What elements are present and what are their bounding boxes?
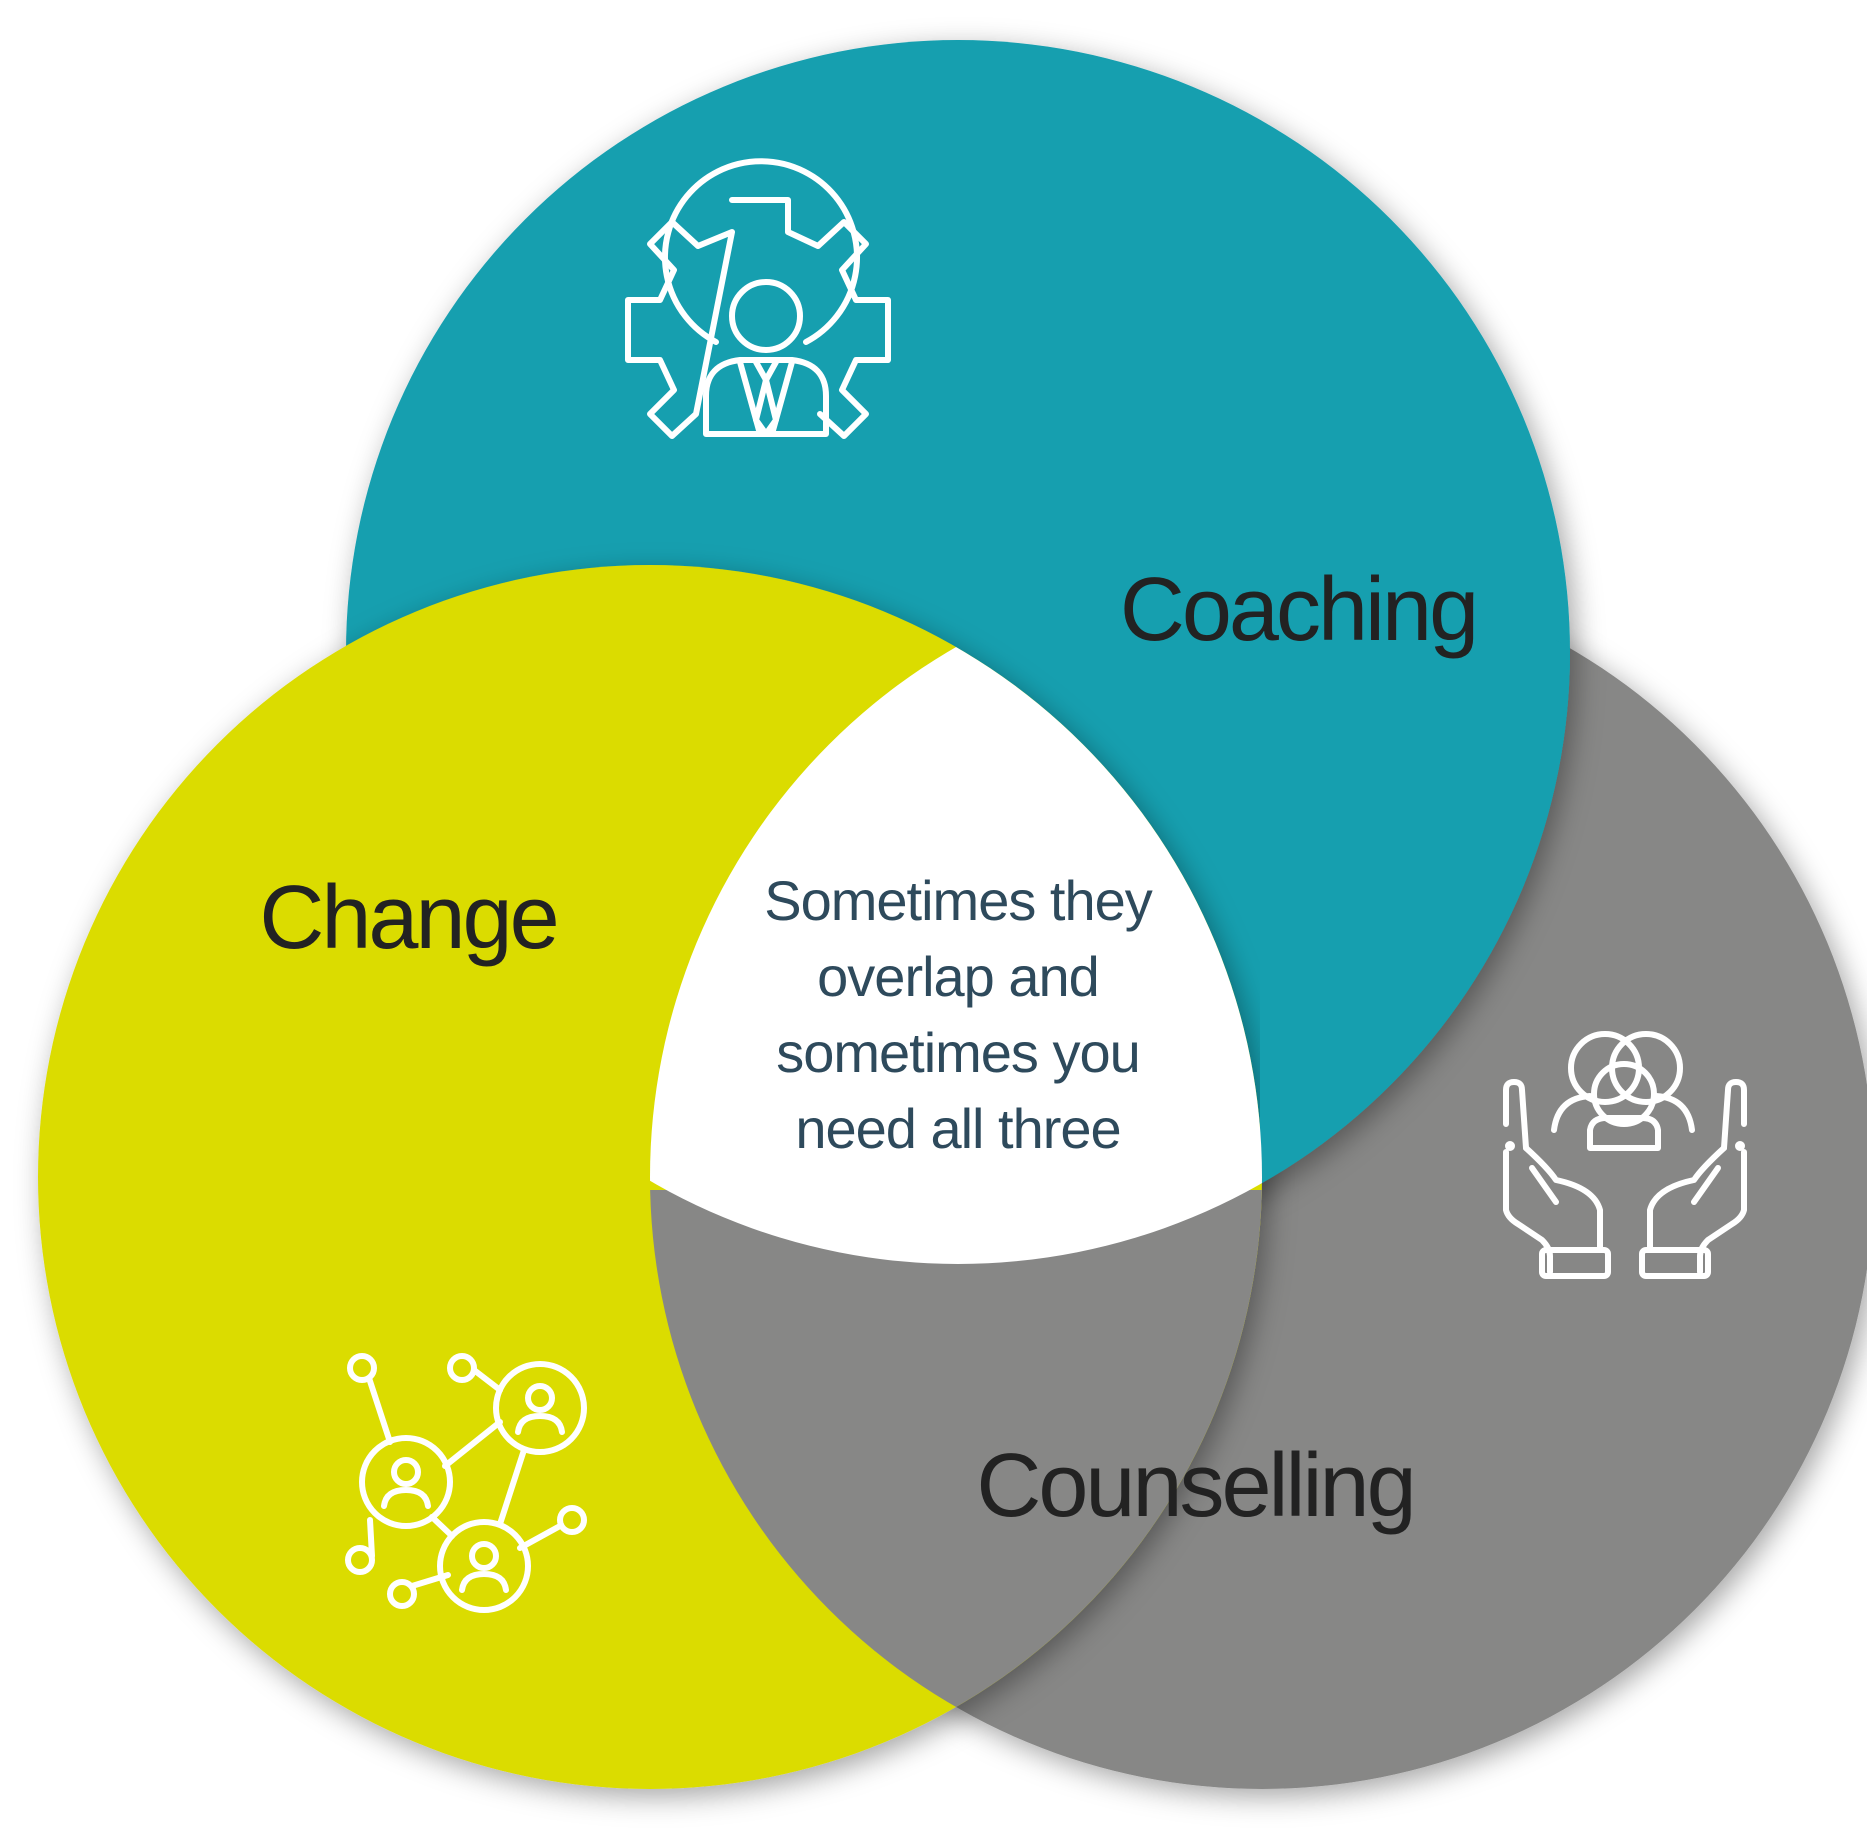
coaching-label: Coaching (1120, 560, 1476, 660)
change-label: Change (259, 868, 556, 968)
center-text-line: need all three (795, 1097, 1120, 1160)
gear-person-icon (625, 158, 891, 439)
hands-people-icon (1503, 1031, 1747, 1279)
counselling-label: Counselling (976, 1436, 1413, 1536)
center-text: Sometimes they overlap and sometimes you… (764, 869, 1153, 1160)
center-text-line: sometimes you (776, 1021, 1140, 1084)
center-text-line: Sometimes they (764, 869, 1152, 932)
network-people-icon (345, 1353, 587, 1613)
center-text-line: overlap and (817, 945, 1099, 1008)
